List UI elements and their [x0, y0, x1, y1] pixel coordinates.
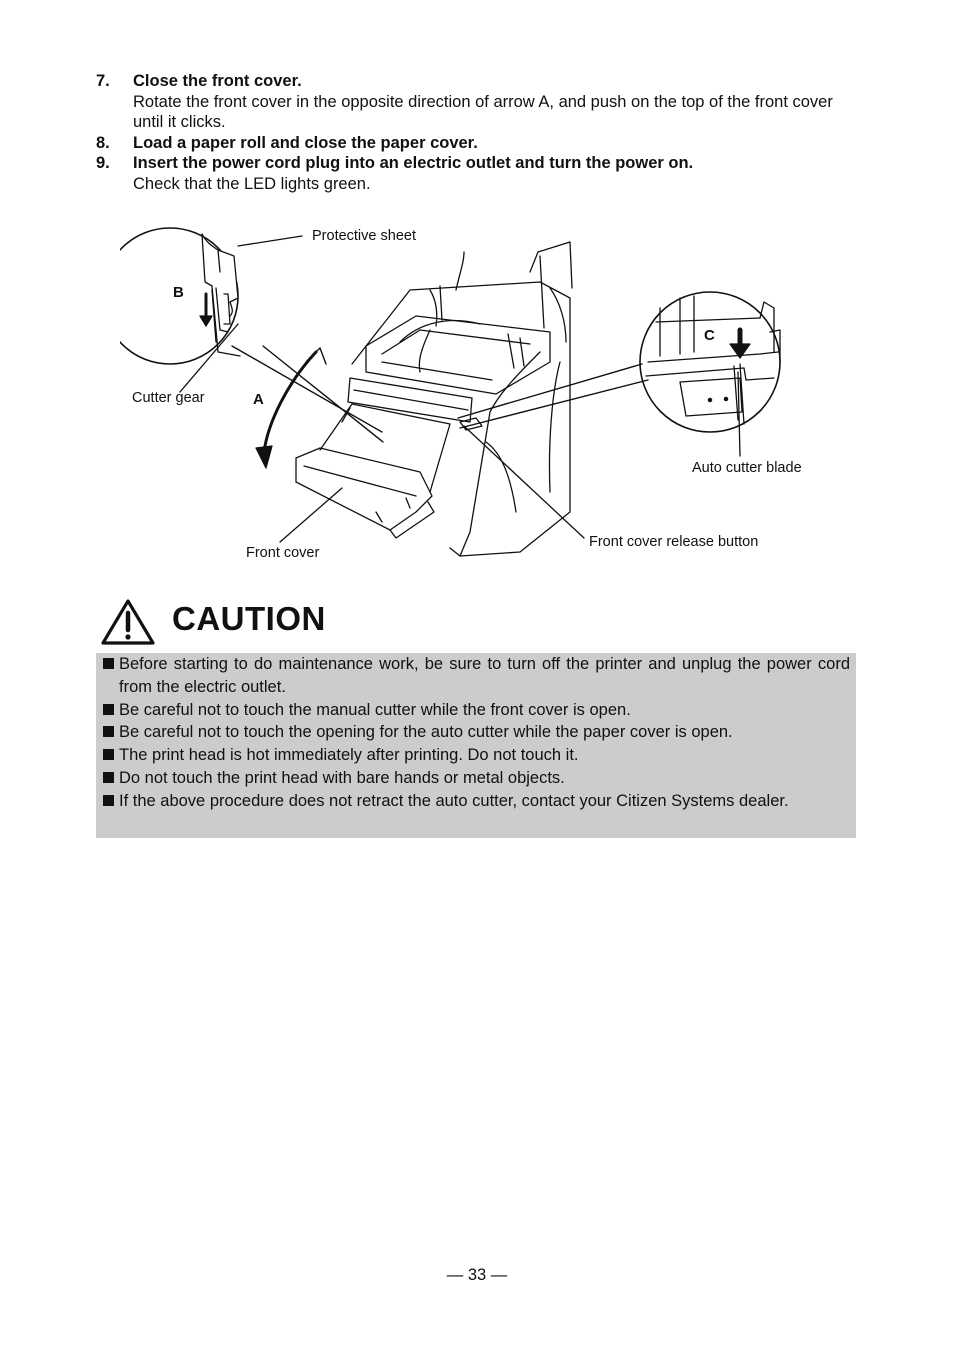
- square-bullet-icon: [103, 726, 114, 738]
- caution-item-text: If the above procedure does not retract …: [119, 791, 789, 810]
- step-number: 9.: [96, 154, 110, 172]
- step-7: 7. Close the front cover. Rotate the fro…: [96, 71, 866, 133]
- caution-item-text: Be careful not to touch the manual cutte…: [119, 700, 631, 719]
- square-bullet-icon: [103, 703, 114, 715]
- label-letter-c: C: [704, 327, 715, 344]
- step-9: 9. Insert the power cord plug into an el…: [96, 153, 866, 194]
- step-number: 8.: [96, 133, 110, 152]
- step-number: 7.: [96, 72, 110, 90]
- label-front-cover-release-button: Front cover release button: [589, 534, 759, 550]
- printer-illustration: Protective sheet B Cutter gear A Front c…: [120, 212, 840, 572]
- caution-item: Before starting to do maintenance work, …: [96, 653, 850, 699]
- caution-item-text: Do not touch the print head with bare ha…: [119, 768, 565, 787]
- caution-item-text: Be careful not to touch the opening for …: [119, 723, 733, 742]
- square-bullet-icon: [103, 771, 114, 783]
- label-front-cover: Front cover: [246, 545, 320, 561]
- label-cutter-gear: Cutter gear: [132, 390, 205, 406]
- procedure-steps: 7. Close the front cover. Rotate the fro…: [96, 71, 866, 194]
- step-8: 8. Load a paper roll and close the paper…: [96, 133, 866, 154]
- caution-title: CAUTION: [172, 600, 326, 637]
- caution-item: Be careful not to touch the opening for …: [96, 721, 850, 744]
- caution-item: The print head is hot immediately after …: [96, 744, 850, 767]
- caution-item-text: Before starting to do maintenance work, …: [119, 655, 850, 696]
- label-protective-sheet: Protective sheet: [312, 228, 416, 244]
- label-letter-a: A: [253, 391, 264, 408]
- caution-box: Before starting to do maintenance work, …: [96, 653, 856, 838]
- printer-drawing: [120, 227, 781, 557]
- square-bullet-icon: [103, 749, 114, 761]
- caution-item-text: The print head is hot immediately after …: [119, 746, 579, 765]
- caution-list: Before starting to do maintenance work, …: [96, 653, 850, 813]
- page-number: — 33 —: [446, 1266, 508, 1284]
- step-body: Check that the LED lights green.: [133, 174, 371, 193]
- label-auto-cutter-blade: Auto cutter blade: [692, 460, 802, 476]
- step-heading: Insert the power cord plug into an elect…: [133, 154, 694, 172]
- step-heading: Load a paper roll and close the paper co…: [133, 133, 478, 152]
- step-body: Rotate the front cover in the opposite d…: [133, 92, 833, 132]
- square-bullet-icon: [103, 658, 114, 669]
- caution-heading: CAUTION: [100, 596, 500, 648]
- label-letter-b: B: [173, 284, 184, 301]
- step-heading: Close the front cover.: [133, 72, 302, 90]
- caution-item: Be careful not to touch the manual cutte…: [96, 699, 850, 722]
- caution-item: If the above procedure does not retract …: [96, 790, 850, 813]
- caution-item: Do not touch the print head with bare ha…: [96, 767, 850, 790]
- square-bullet-icon: [103, 794, 114, 806]
- warning-triangle-icon: [101, 599, 155, 645]
